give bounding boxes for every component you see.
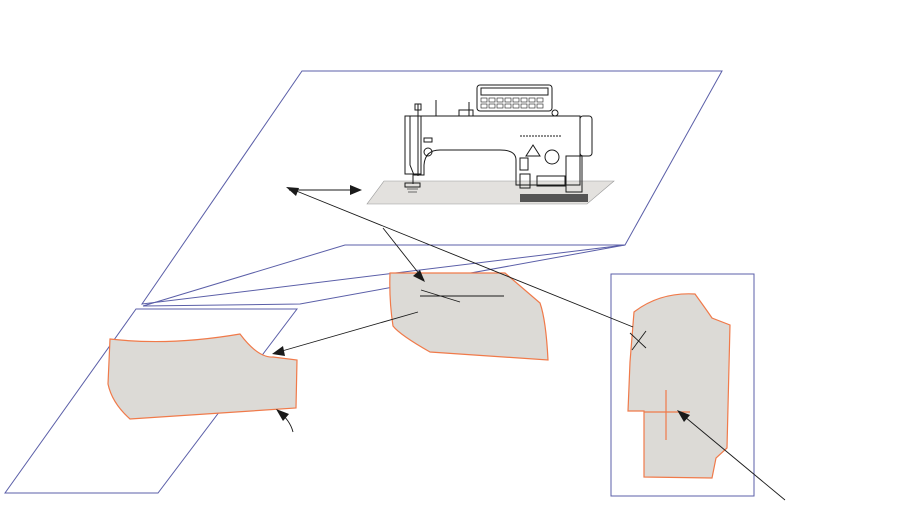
machine-bed-block	[520, 194, 588, 202]
side-cover-plate	[536, 175, 566, 187]
arrowhead-middle-piece	[413, 270, 425, 282]
reverse-lever	[519, 157, 529, 171]
fabric-pieces	[107, 272, 731, 479]
cross-mark-b	[631, 330, 647, 351]
machine-pillar-base	[565, 155, 583, 193]
arrowheads	[272, 185, 690, 422]
stitch-diagonal-middle	[420, 289, 461, 303]
sewing-machine	[366, 84, 615, 205]
arrowhead-lower-piece	[272, 346, 285, 356]
rear-knob	[551, 109, 559, 117]
flow-arrows	[274, 187, 786, 501]
arrowhead-right	[350, 185, 362, 195]
thread-guide-dial	[423, 147, 433, 157]
stitch-marks	[420, 289, 690, 440]
tension-plate	[423, 137, 433, 143]
thread-stand-top	[414, 103, 422, 111]
feed-marks	[407, 188, 418, 193]
fabric-piece-middle	[389, 272, 549, 361]
machine-arm	[409, 115, 581, 186]
right-work-panel	[610, 273, 755, 497]
arrow-to-machine-plane	[288, 187, 634, 328]
arrowhead-lower-corner	[276, 409, 289, 421]
thread-tension-block	[458, 109, 474, 117]
lower-work-plane	[4, 308, 299, 494]
fabric-piece-right	[627, 293, 731, 479]
bobbin-winder	[519, 173, 531, 189]
arrowhead-left	[286, 187, 299, 196]
control-panel-display	[480, 87, 549, 96]
stitch-dial	[544, 149, 560, 165]
warning-label	[525, 144, 541, 157]
arrow-to-right-piece	[678, 411, 786, 501]
arrow-to-lower-piece	[274, 311, 419, 354]
middle-work-plane	[142, 244, 626, 307]
machine-head	[404, 115, 422, 175]
fabric-piece-lower	[107, 333, 298, 420]
arrow-to-middle-piece	[382, 227, 425, 281]
cross-mark-a	[629, 332, 647, 349]
control-panel	[476, 84, 553, 112]
work-planes	[4, 70, 755, 497]
handwheel	[579, 115, 593, 157]
presser-foot	[404, 182, 421, 188]
arrowhead-right-piece	[677, 410, 690, 422]
control-panel-keys	[480, 97, 544, 109]
